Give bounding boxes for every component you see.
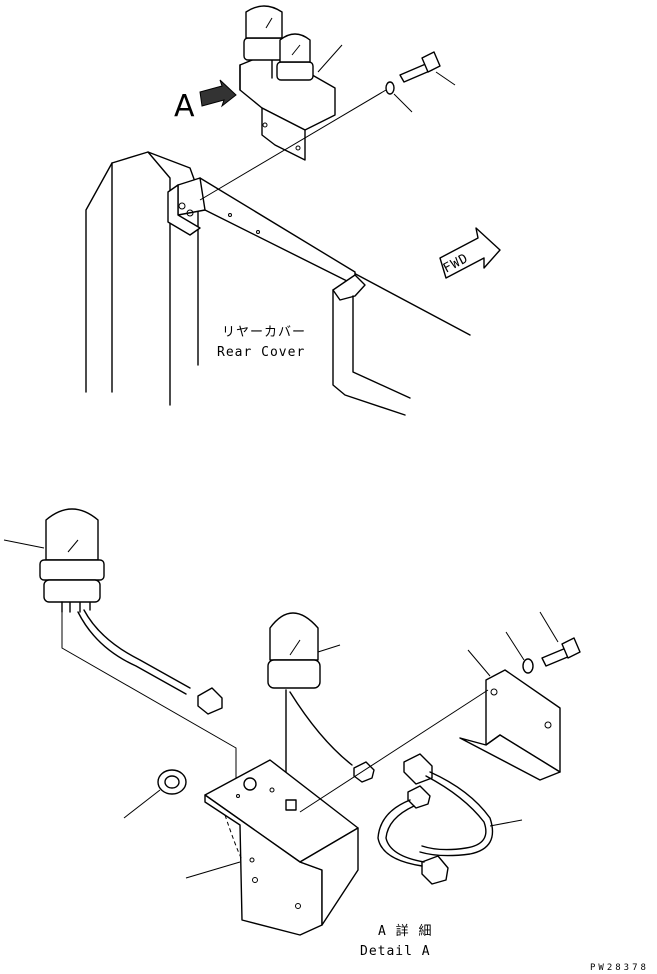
side-bracket-foot bbox=[459, 734, 561, 781]
large-lamp-dome bbox=[245, 5, 283, 39]
mount-hole bbox=[249, 857, 255, 863]
wiring-harness bbox=[377, 753, 523, 885]
hidden-line bbox=[224, 814, 243, 861]
ground-wire bbox=[61, 612, 237, 790]
small-lamp-base bbox=[276, 61, 314, 81]
leader-line bbox=[467, 649, 491, 677]
lamp-glint bbox=[265, 17, 273, 29]
lamp-terminals bbox=[61, 601, 91, 613]
washer bbox=[522, 658, 534, 674]
lamp-mount-plate bbox=[185, 759, 359, 936]
small-lamp-dome bbox=[279, 33, 311, 63]
leader-line bbox=[123, 789, 161, 819]
leader-line bbox=[317, 644, 341, 653]
upper-bolt-group bbox=[199, 44, 456, 201]
mount-hole bbox=[269, 787, 275, 793]
rear-cover-outline bbox=[85, 151, 199, 393]
washer bbox=[385, 81, 395, 95]
mount-hole bbox=[236, 794, 240, 798]
view-arrow-a: A bbox=[174, 79, 237, 124]
mount-hole bbox=[243, 777, 257, 791]
side-bracket bbox=[299, 649, 561, 813]
rear-cover-jp-label: リヤーカバー bbox=[222, 325, 306, 340]
small-beacon-base bbox=[267, 659, 321, 689]
large-beacon-base bbox=[43, 579, 101, 603]
lamp-glint bbox=[67, 539, 79, 553]
lamp-cable bbox=[83, 609, 191, 689]
bracket-hole bbox=[544, 721, 552, 729]
harness-cable bbox=[377, 799, 423, 867]
bracket-hole bbox=[256, 230, 260, 234]
bracket-hanger bbox=[332, 289, 406, 416]
cable-connector bbox=[353, 761, 375, 783]
leader-line bbox=[393, 93, 413, 113]
bracket-hanger-inner bbox=[352, 295, 411, 399]
bracket-hole bbox=[178, 202, 186, 210]
mount-hole bbox=[262, 122, 268, 128]
fwd-arrow: FWD bbox=[439, 227, 501, 279]
bolt-head bbox=[561, 637, 581, 659]
leader-line bbox=[489, 819, 523, 827]
large-lamp-base bbox=[243, 37, 285, 61]
bolt-head bbox=[421, 51, 441, 73]
fwd-arrow-icon bbox=[439, 227, 501, 279]
cable-connector bbox=[197, 687, 223, 715]
large-beacon-ring bbox=[39, 559, 105, 581]
leader-line bbox=[539, 611, 559, 643]
mount-hole bbox=[295, 145, 301, 151]
harness-cable bbox=[419, 771, 494, 857]
grommet bbox=[123, 769, 187, 819]
leader-line bbox=[505, 631, 525, 661]
view-letter: A bbox=[174, 89, 195, 124]
large-beacon-dome bbox=[45, 508, 99, 561]
mount-plate-side bbox=[299, 827, 359, 926]
harness-connector bbox=[403, 753, 433, 785]
upper-beacon-group bbox=[239, 5, 336, 161]
mount-bracket-bar bbox=[177, 177, 356, 286]
mount-hole bbox=[295, 903, 301, 909]
harness-cable bbox=[385, 805, 425, 863]
small-lamp-cable bbox=[289, 691, 353, 766]
leader-line bbox=[3, 539, 45, 549]
lamp-cable bbox=[77, 611, 187, 695]
bracket-hole bbox=[228, 213, 232, 217]
rear-cover-assembly bbox=[85, 151, 471, 416]
harness-cable bbox=[421, 775, 487, 851]
mount-leg bbox=[261, 107, 306, 161]
grommet-slot bbox=[285, 799, 297, 811]
bracket-hole bbox=[186, 209, 194, 217]
lamp-glint bbox=[291, 44, 301, 56]
large-beacon-lamp bbox=[3, 508, 237, 790]
bracket-hole bbox=[490, 688, 498, 696]
lamp-glint bbox=[289, 639, 301, 656]
bracket-clip bbox=[332, 274, 366, 301]
detail-jp-label: A 詳 細 bbox=[378, 923, 432, 939]
assembly-axis-line bbox=[299, 689, 489, 813]
detail-en-label: Detail A bbox=[360, 944, 431, 959]
leader-line bbox=[185, 861, 241, 879]
bracket-end-plate bbox=[167, 184, 201, 236]
leader-line bbox=[435, 71, 456, 86]
assembly-axis-line bbox=[199, 89, 387, 201]
grommet-inner bbox=[164, 775, 180, 789]
rear-cover-en-label: Rear Cover bbox=[217, 345, 305, 360]
small-beacon-dome bbox=[269, 612, 319, 661]
harness-connector bbox=[407, 785, 431, 809]
bracket-fold bbox=[199, 177, 206, 211]
small-beacon-lamp bbox=[267, 612, 375, 816]
drawing-number: PW28378 bbox=[590, 963, 649, 973]
view-arrow-icon bbox=[199, 79, 237, 108]
harness-connector bbox=[421, 855, 449, 885]
mount-hole bbox=[252, 877, 258, 883]
lower-bolt-group bbox=[505, 611, 581, 674]
leader-line bbox=[317, 44, 343, 73]
rear-cover-side bbox=[147, 151, 171, 406]
